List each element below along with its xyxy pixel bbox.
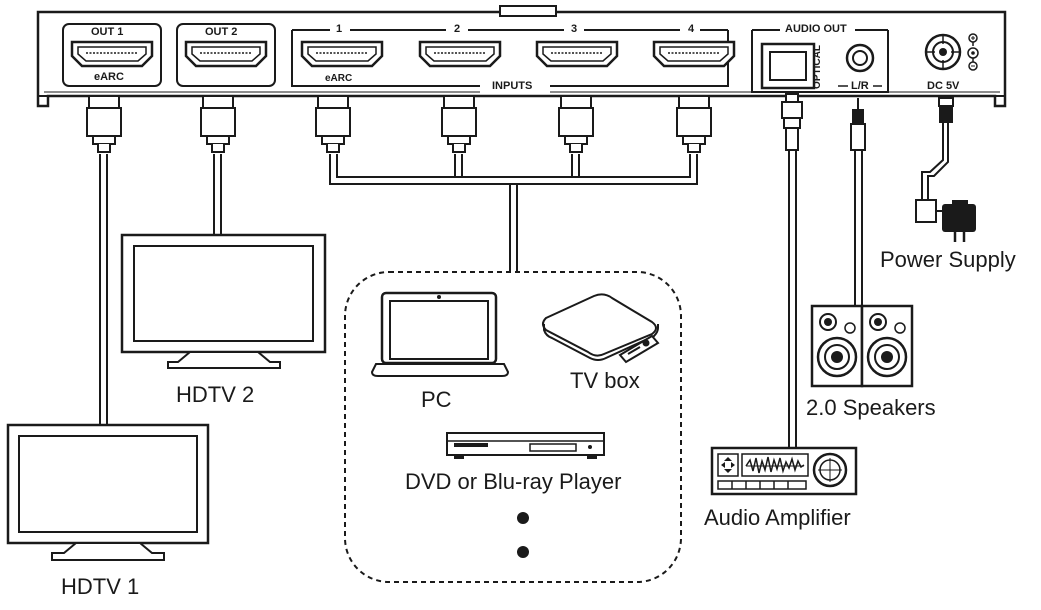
out2-hdmi-plug <box>200 95 236 153</box>
out1-frame <box>62 23 162 87</box>
tv-box-icon <box>542 293 659 361</box>
audio-out-label: AUDIO OUT <box>785 23 847 35</box>
input3-number: 3 <box>571 23 578 35</box>
hdtv1-label: HDTV 1 <box>61 574 140 599</box>
dc-label: DC 5V <box>927 80 960 92</box>
optical-plug <box>781 93 803 151</box>
inputs-label: INPUTS <box>492 80 533 92</box>
out1-earc-label: eARC <box>94 71 124 83</box>
out1-hdmi-plug <box>86 95 122 153</box>
amplifier-label: Audio Amplifier <box>704 505 851 530</box>
input2-hdmi-port <box>418 40 502 68</box>
input2-hdmi-plug <box>441 95 477 153</box>
more-devices-dot <box>517 546 529 558</box>
input1-earc-label: eARC <box>325 73 353 84</box>
pc-label: PC <box>421 387 452 412</box>
remote-control-icon <box>618 334 660 364</box>
tv-box-label: TV box <box>570 368 640 393</box>
cables <box>99 120 949 448</box>
audio-amplifier-icon <box>710 446 858 496</box>
out1-hdmi-port <box>70 40 154 68</box>
dc-power-jack <box>924 33 962 71</box>
sources-group <box>344 271 682 583</box>
audio-out-frame <box>751 30 889 93</box>
lr-label: L/R <box>851 80 869 92</box>
input3-hdmi-plug <box>558 95 594 153</box>
speakers-icon <box>810 304 914 388</box>
input3-hdmi-port <box>535 40 619 68</box>
power-supply-label: Power Supply <box>880 247 1016 272</box>
speakers-label: 2.0 Speakers <box>806 395 936 420</box>
input1-hdmi-port <box>300 40 384 68</box>
out2-frame <box>176 23 276 87</box>
hdtv2-label: HDTV 2 <box>176 382 255 407</box>
optical-label: OPTICAL <box>811 45 823 89</box>
input1-hdmi-plug <box>315 95 351 153</box>
dvd-label: DVD or Blu-ray Player <box>405 469 622 494</box>
input4-number: 4 <box>688 23 695 35</box>
input1-number: 1 <box>336 23 343 35</box>
input4-hdmi-plug <box>676 95 712 153</box>
dvd-player-icon <box>446 432 605 459</box>
dc-plug <box>938 97 954 123</box>
polarity-icon <box>967 33 979 71</box>
out2-label: OUT 2 <box>205 26 238 38</box>
out1-label: OUT 1 <box>91 26 124 38</box>
laptop-icon <box>370 291 510 377</box>
input4-hdmi-port <box>652 40 736 68</box>
out2-hdmi-port <box>184 40 268 68</box>
input2-number: 2 <box>454 23 461 35</box>
audio-jack-plug <box>850 98 866 151</box>
hdtv1-icon <box>6 423 210 561</box>
more-devices-dot <box>517 512 529 524</box>
hdtv2-icon <box>120 233 327 369</box>
power-adapter-icon <box>915 199 976 242</box>
